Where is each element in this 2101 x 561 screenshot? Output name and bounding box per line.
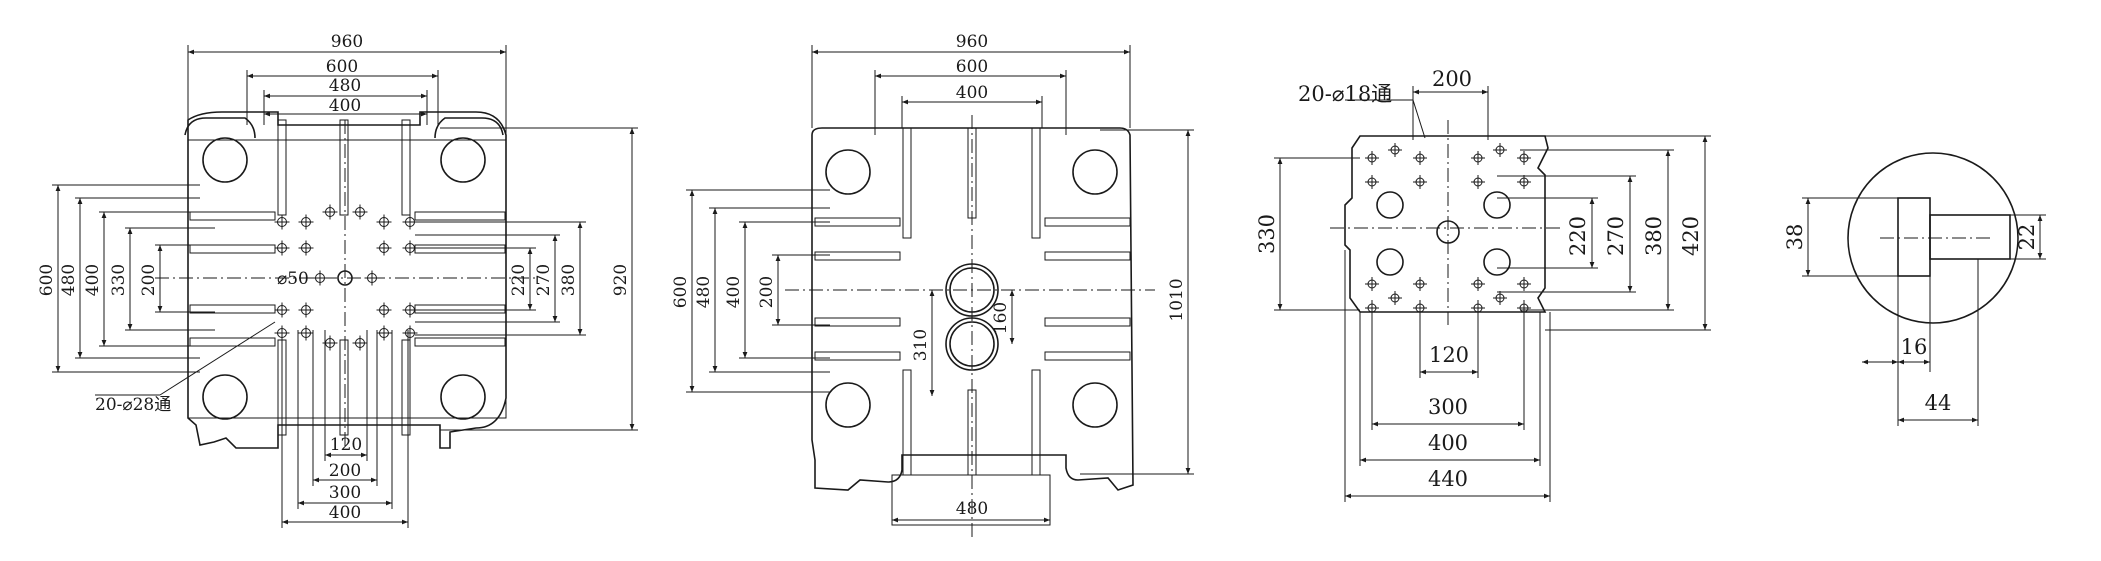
hole-center-mark	[376, 214, 392, 230]
mp-dim-left-5: 200	[139, 264, 159, 296]
hole-center-mark	[1471, 175, 1485, 189]
hole-center-mark	[298, 214, 314, 230]
hole-center-mark	[376, 240, 392, 256]
hole-center-mark	[1365, 277, 1379, 291]
fp-dim-inner-1: 310	[911, 329, 931, 361]
mp-dim-left-4: 330	[109, 264, 129, 296]
hole-center-mark	[1471, 277, 1485, 291]
nd-dim-bottom-1: 16	[1901, 335, 1928, 359]
hole-center-mark	[376, 302, 392, 318]
mp-dim-bottom-4: 400	[329, 503, 361, 523]
fp-dim-top-3: 400	[956, 83, 988, 103]
hole-center-mark	[274, 214, 290, 230]
mp-dim-top-1: 960	[331, 32, 363, 52]
fp-dim-top-2: 600	[956, 57, 988, 77]
ep-dim-bottom-1: 120	[1429, 343, 1469, 367]
mp-dim-top-3: 480	[329, 76, 361, 96]
ep-dim-top: 200	[1432, 67, 1472, 91]
ep-dim-bottom-4: 440	[1428, 467, 1468, 491]
hole-center-mark	[1413, 151, 1427, 165]
mp-dim-left-3: 400	[83, 264, 103, 296]
hole-center-mark	[1365, 175, 1379, 189]
hole-center-mark	[1493, 143, 1507, 157]
mp-dim-bottom-1: 120	[330, 435, 362, 455]
hole-center-mark	[1413, 175, 1427, 189]
ep-dim-bottom-3: 400	[1428, 431, 1468, 455]
hole-center-mark	[402, 325, 418, 341]
hole-center-mark	[1365, 151, 1379, 165]
hole-center-mark	[322, 204, 338, 220]
hole-center-mark	[1517, 175, 1531, 189]
fp-dim-bottom: 480	[956, 499, 988, 519]
mp-dim-bottom-2: 200	[329, 461, 361, 481]
hole-center-mark	[298, 325, 314, 341]
hole-center-mark	[274, 240, 290, 256]
fp-dim-left-4: 200	[757, 276, 777, 308]
ep-dim-bottom-2: 300	[1428, 395, 1468, 419]
mp-dim-right-3: 380	[559, 264, 579, 296]
ejector-plate-view: 200 20-⌀18通 330 220 270 380 420	[1255, 67, 1711, 502]
mp-dim-left-1: 600	[37, 264, 57, 296]
hole-center-mark	[1517, 277, 1531, 291]
fixed-platen-outline	[811, 127, 1134, 491]
hole-center-mark	[1493, 291, 1507, 305]
fp-dim-left-2: 480	[694, 276, 714, 308]
mp-dim-left-2: 480	[59, 264, 79, 296]
hole-center-mark	[352, 204, 368, 220]
nd-dim-bottom-2: 44	[1925, 391, 1952, 415]
hole-center-mark	[1388, 291, 1402, 305]
nd-dim-left: 38	[1783, 224, 1807, 251]
mp-dim-right-2: 270	[534, 264, 554, 296]
hole-center-mark	[274, 302, 290, 318]
ep-dim-right-4: 420	[1679, 216, 1703, 256]
hole-center-mark	[1388, 143, 1402, 157]
hole-center-mark	[312, 270, 328, 286]
ep-dim-right-2: 270	[1604, 216, 1628, 256]
moving-platen-outline	[187, 111, 507, 449]
mp-holes-note: 20-⌀28通	[95, 395, 171, 415]
hole-center-mark	[1471, 151, 1485, 165]
mp-dim-bottom-3: 300	[329, 483, 361, 503]
mp-dim-top-4: 400	[329, 96, 361, 116]
fp-dim-right: 1010	[1167, 278, 1187, 321]
hole-center-mark	[1413, 277, 1427, 291]
fp-dim-inner-2: 160	[991, 302, 1011, 334]
fp-dim-left-1: 600	[671, 276, 691, 308]
ep-holes-note: 20-⌀18通	[1298, 82, 1392, 106]
fp-dim-top-1: 960	[956, 32, 988, 52]
mp-dim-top-2: 600	[326, 57, 358, 77]
hole-center-mark	[376, 325, 392, 341]
hole-center-mark	[364, 270, 380, 286]
nd-dim-right: 22	[2015, 224, 2039, 251]
hole-center-mark	[1517, 151, 1531, 165]
ep-dim-right-1: 220	[1566, 216, 1590, 256]
fixed-platen-view: 960 600 400 600 480 400 200 310 160	[671, 32, 1194, 540]
hole-center-mark	[298, 302, 314, 318]
ep-dim-left: 330	[1255, 214, 1279, 254]
ep-dim-right-3: 380	[1642, 216, 1666, 256]
moving-platen-view: 960 600 480 400 600 480 400 330 200	[37, 32, 638, 528]
hole-center-mark	[298, 240, 314, 256]
mp-dim-right-4: 920	[611, 264, 631, 296]
mp-dim-right-1: 220	[509, 264, 529, 296]
nozzle-detail-view: 38 22 16 44	[1783, 152, 2046, 426]
ejector-plate-outline	[1344, 135, 1549, 313]
hole-center-mark	[352, 335, 368, 351]
fp-dim-left-3: 400	[724, 276, 744, 308]
mp-center-hole-label: ⌀50	[277, 269, 309, 289]
